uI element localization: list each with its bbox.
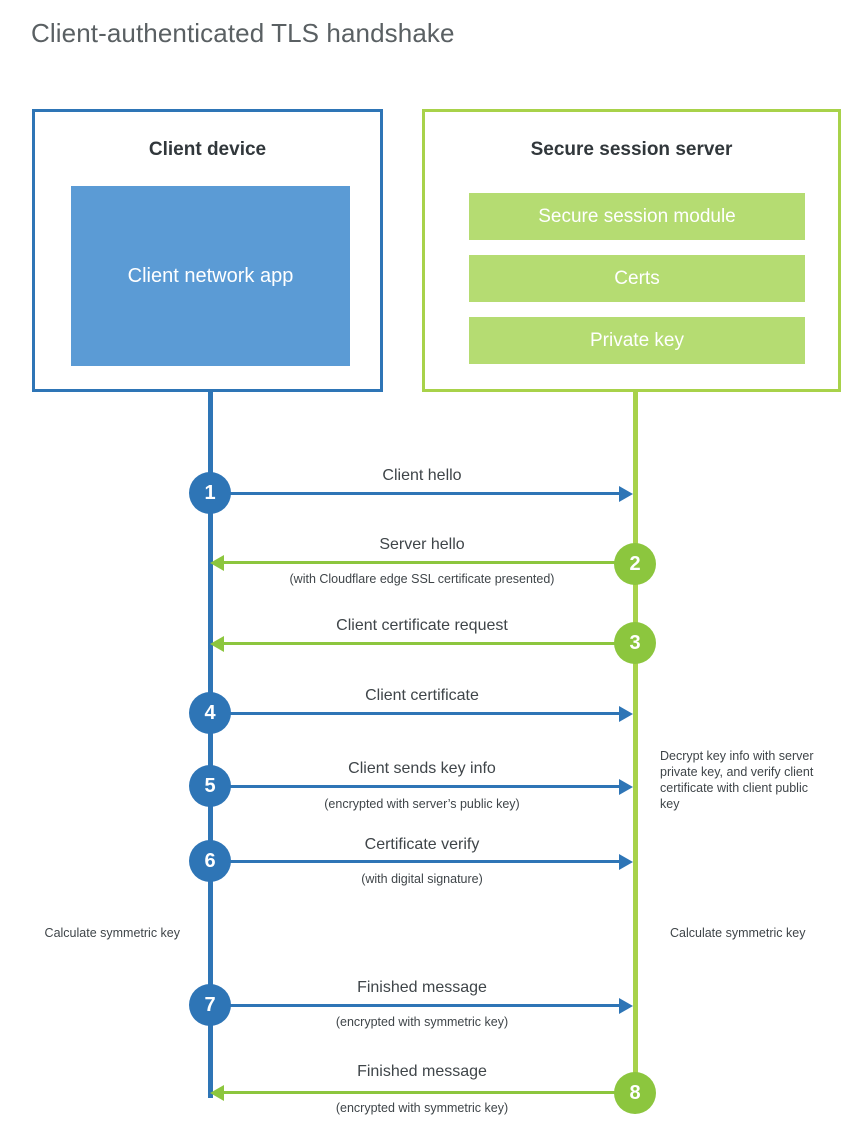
- step-7-arrow-head-icon: [619, 997, 633, 1014]
- step-7-label: Finished message: [357, 979, 487, 996]
- step-7-sublabel: (encrypted with symmetric key): [335, 1015, 509, 1029]
- step-6-arrow-line: [210, 860, 619, 863]
- step-8-sublabel: (encrypted with symmetric key): [335, 1101, 509, 1115]
- step-3-arrow-line: [224, 642, 634, 645]
- step-5-label: Client sends key info: [348, 760, 496, 777]
- server-calculate-symmetric-key-note: Calculate symmetric key: [670, 926, 806, 940]
- step-1-label: Client hello: [382, 467, 462, 484]
- step-8-arrow-line: [224, 1091, 634, 1094]
- step-4-arrow-line: [210, 712, 619, 715]
- step-4-label: Client certificate: [365, 687, 479, 704]
- step-6-label: Certificate verify: [364, 836, 480, 853]
- step-6-arrow-head-icon: [619, 853, 633, 870]
- step-6-sublabel: (with digital signature): [361, 872, 483, 886]
- step-3-arrow-head-icon: [210, 635, 224, 652]
- step-8-label: Finished message: [357, 1063, 487, 1080]
- client-device-title: Client device: [148, 139, 267, 160]
- step-2-number-badge[interactable]: 2: [614, 543, 656, 585]
- step-2-sublabel: (with Cloudflare edge SSL certificate pr…: [289, 572, 555, 586]
- step-1-arrow-line: [210, 492, 619, 495]
- client-calculate-symmetric-key-note: Calculate symmetric key: [44, 926, 180, 940]
- secure-session-server-title: Secure session server: [530, 139, 733, 160]
- step-2-arrow-line: [224, 561, 634, 564]
- step-4-arrow-head-icon: [619, 705, 633, 722]
- step-8-arrow-head-icon: [210, 1084, 224, 1101]
- step-7-arrow-line: [210, 1004, 619, 1007]
- step-1-arrow-head-icon: [619, 485, 633, 502]
- step-5-sublabel: (encrypted with server’s public key): [324, 797, 520, 811]
- step-5-arrow-line: [210, 785, 619, 788]
- server-module-secure-session-module: Secure session module: [469, 193, 805, 240]
- server-lifeline: [633, 392, 638, 1094]
- step-3-number-badge[interactable]: 3: [614, 622, 656, 664]
- secure-session-server-box: Secure session server Secure session mod…: [422, 109, 841, 392]
- step-4-number-badge[interactable]: 4: [189, 692, 231, 734]
- server-module-certs: Certs: [469, 255, 805, 302]
- step-5-number-badge[interactable]: 5: [189, 765, 231, 807]
- page-title: Client-authenticated TLS handshake: [31, 18, 455, 48]
- step-7-number-badge[interactable]: 7: [189, 984, 231, 1026]
- step-2-arrow-head-icon: [210, 554, 224, 571]
- client-device-box: Client device Client network app: [32, 109, 383, 392]
- step-8-number-badge[interactable]: 8: [614, 1072, 656, 1114]
- client-lifeline: [208, 392, 213, 1098]
- step-1-number-badge[interactable]: 1: [189, 472, 231, 514]
- step-5-arrow-head-icon: [619, 778, 633, 795]
- client-network-app-block: Client network app: [71, 186, 350, 366]
- server-decrypt-note: Decrypt key info with server private key…: [660, 749, 814, 811]
- step-3-label: Client certificate request: [336, 617, 508, 634]
- server-module-private-key: Private key: [469, 317, 805, 364]
- step-2-label: Server hello: [379, 536, 465, 553]
- step-6-number-badge[interactable]: 6: [189, 840, 231, 882]
